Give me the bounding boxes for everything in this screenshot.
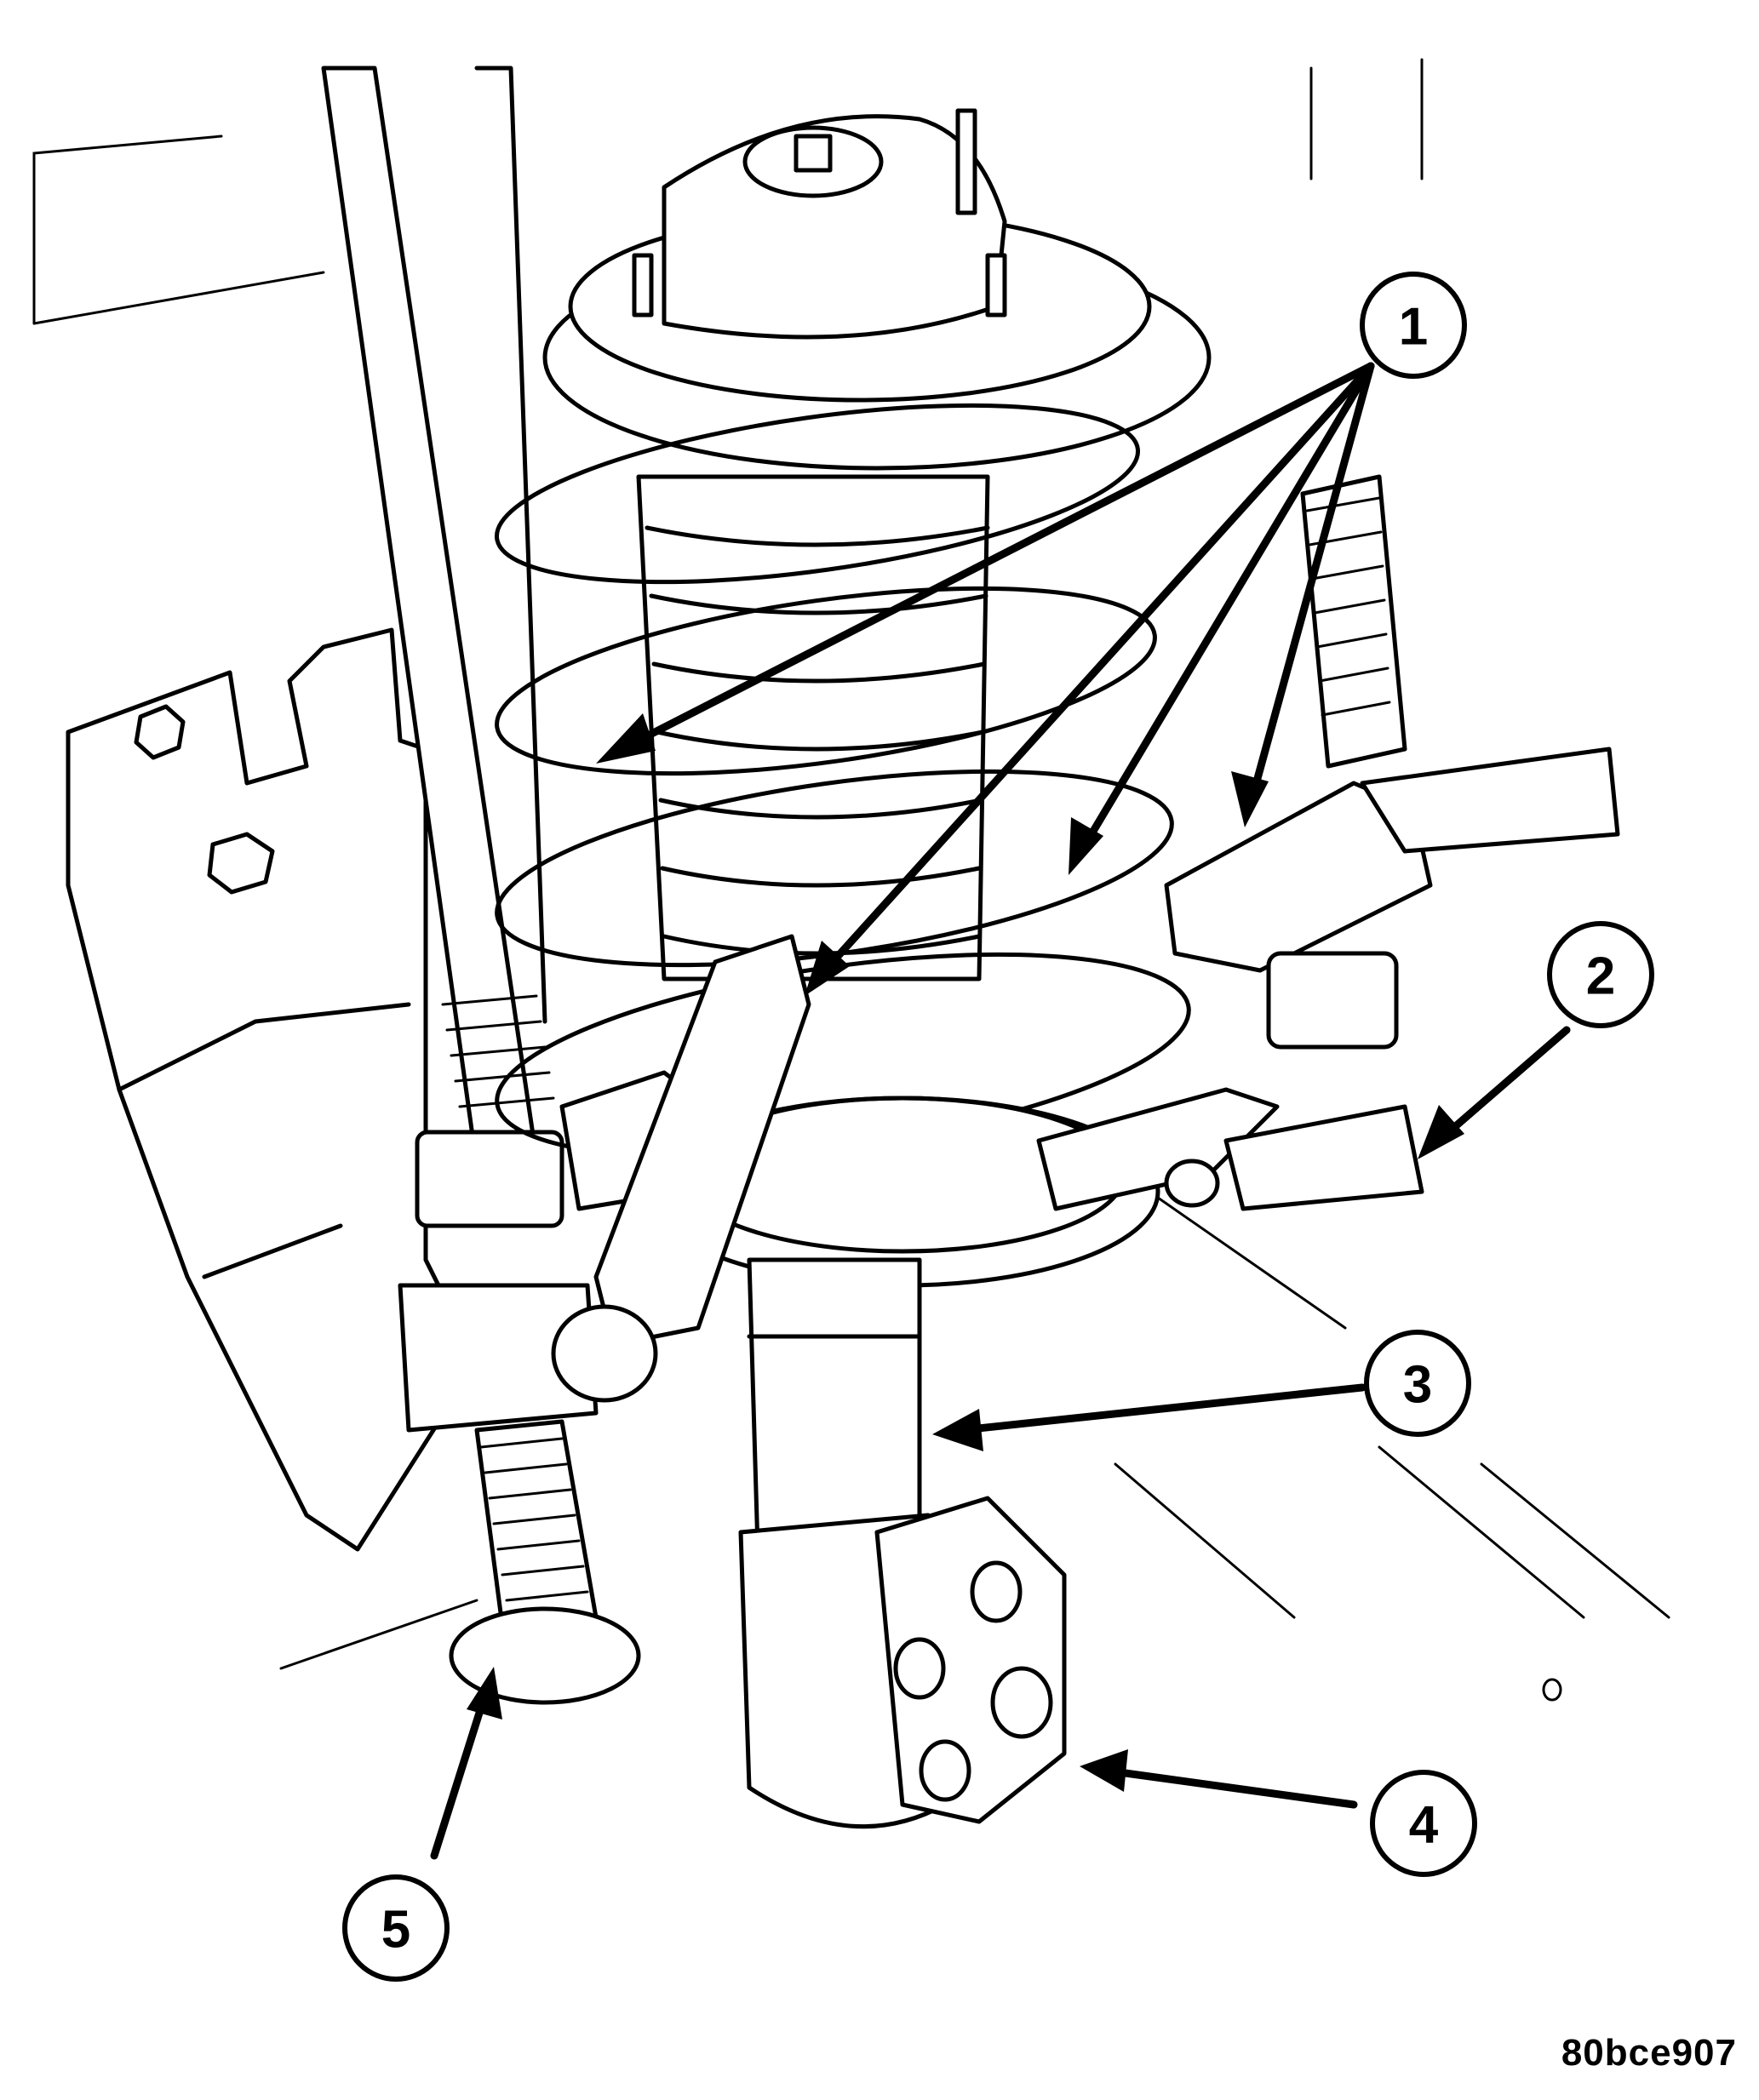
callout-3: 3 (1364, 1330, 1471, 1437)
callout-2-label: 2 (1586, 947, 1615, 1006)
compressor-jaw-handle (1036, 1087, 1424, 1211)
compressor-bracket (66, 627, 479, 1552)
callout-1: 1 (1360, 272, 1467, 379)
callout-1-label: 1 (1399, 298, 1428, 357)
callout-5: 5 (342, 1874, 450, 1982)
compressor-rod (321, 66, 641, 1705)
callout-3-label: 3 (1403, 1356, 1432, 1415)
callout-5-label: 5 (381, 1901, 410, 1960)
knuckle-bracket (874, 1496, 1067, 1824)
strut-upper-mount (542, 108, 1212, 471)
figure-id-code: 80bce907 (1561, 2032, 1737, 2074)
background-lines (32, 58, 1670, 1702)
compressor-jaw-right (1164, 474, 1620, 1050)
compressor-jaw-left (551, 934, 811, 1403)
callout-4: 4 (1370, 1770, 1477, 1877)
callout-2: 2 (1547, 921, 1654, 1028)
callout-4-label: 4 (1409, 1796, 1439, 1855)
callout-leaders (430, 362, 1571, 1860)
